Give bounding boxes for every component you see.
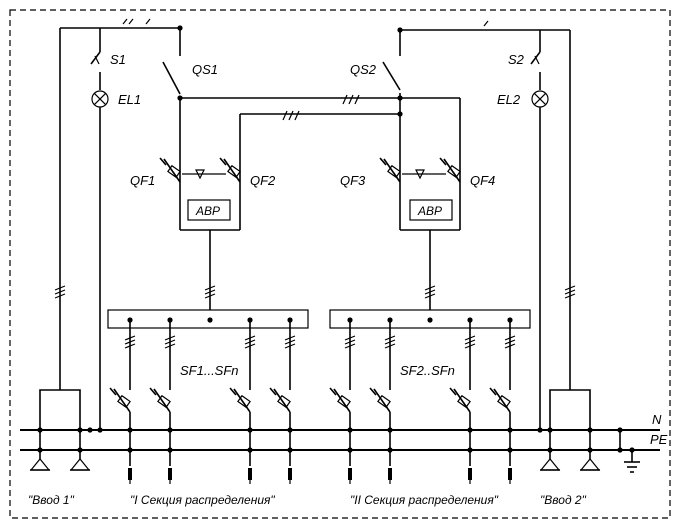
caption-input-2: "Ввод 2" [540,493,587,507]
label-bus-pe: PE [650,432,668,447]
ground-icon [624,461,640,473]
lamp-el1-icon [91,90,109,430]
switch-s2 [530,51,541,90]
label-el1: EL1 [118,92,141,107]
label-qf2: QF2 [250,173,276,188]
switch-qs2 [382,52,403,160]
label-qf1: QF1 [130,173,155,188]
label-bus-n: N [652,412,662,427]
caption-input-1: "Ввод 1" [28,493,75,507]
ats-unit-1 [159,157,241,310]
cross-tie-lines [180,94,461,160]
label-el2: EL2 [497,92,521,107]
input-1-feed [54,18,183,390]
switch-qs1 [162,52,183,160]
busbar-section-2 [329,309,531,329]
feeders-section-2 [329,320,516,485]
lamp-el2-icon [531,90,549,430]
surge-arrester-icons [29,450,601,471]
label-s2: S2 [508,52,525,67]
ats-unit-2 [379,157,461,310]
feeders-section-1 [109,320,296,485]
caption-section-1: "I Секция распределения" [130,493,275,507]
label-sf-group-2: SF2..SFn [400,363,455,378]
caption-section-2: "II Секция распределения" [350,493,499,507]
label-sf-group-1: SF1...SFn [180,363,239,378]
input-2-feed [397,20,576,390]
label-s1: S1 [110,52,126,67]
switch-s1 [90,51,101,90]
frame-border [9,9,671,519]
bus-n-pe [20,389,660,462]
label-qf3: QF3 [340,173,366,188]
label-qf4: QF4 [470,173,495,188]
label-qs2: QS2 [350,62,377,77]
label-avr-1: АВР [195,204,220,218]
label-avr-2: АВР [417,204,442,218]
busbar-section-1 [107,309,309,329]
label-qs1: QS1 [192,62,218,77]
